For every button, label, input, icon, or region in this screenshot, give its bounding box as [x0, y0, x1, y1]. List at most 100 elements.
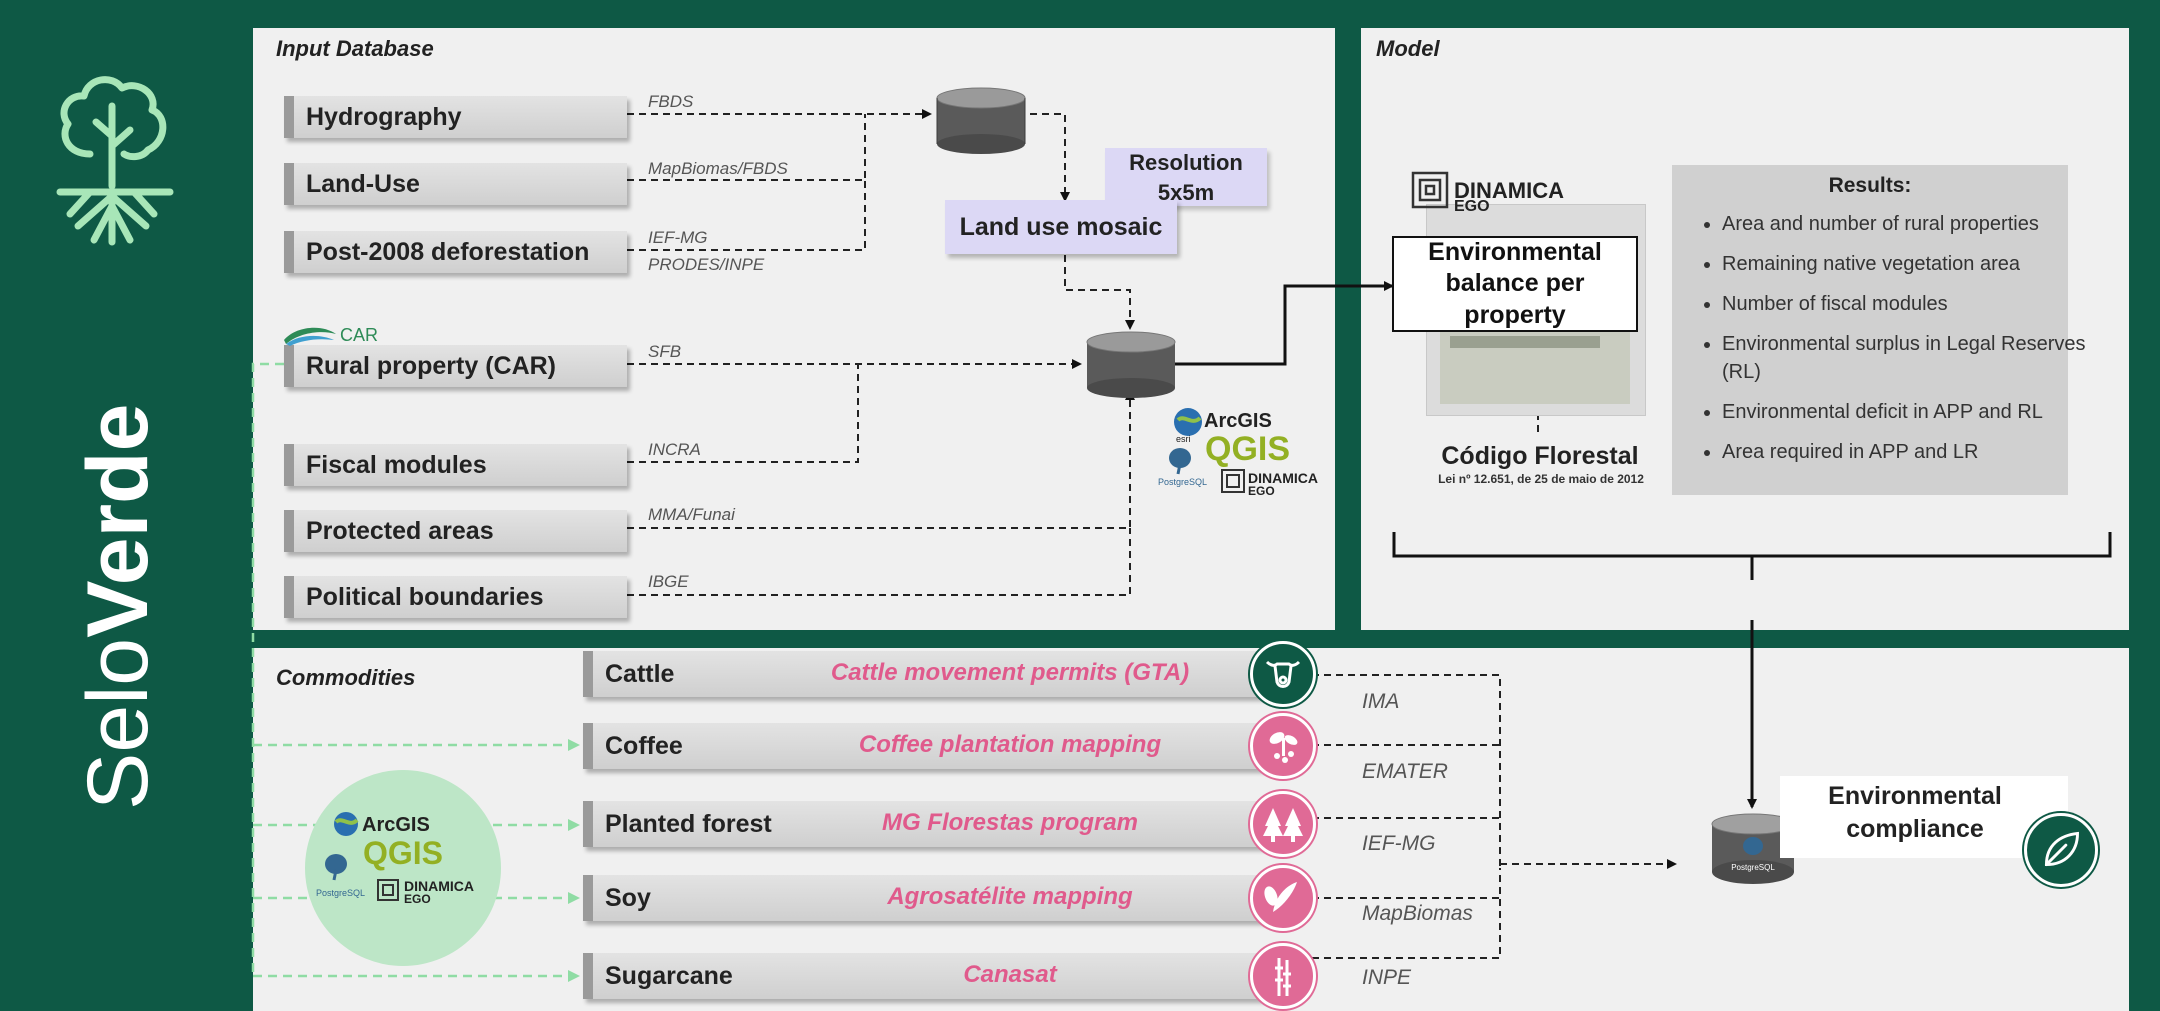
source-prodes-inpe: PRODES/INPE [648, 255, 765, 274]
result-item: Environmental deficit in APP and RL [1722, 398, 2122, 426]
commodity-sugarcane: Sugarcane [583, 953, 1299, 999]
compliance-postgres-text: PostgreSQL [1731, 863, 1775, 872]
program-planted-forest: MG Florestas program [881, 809, 1139, 836]
input-deforestation: Post-2008 deforestation [284, 231, 627, 273]
result-item: Remaining native vegetation area [1722, 250, 2122, 278]
environmental-balance-box: Environmental balance per property [1392, 236, 1638, 332]
commodity-planted-forest: Planted forest [583, 801, 1299, 847]
esri-text: esri [1176, 434, 1191, 444]
environmental-compliance-label: Environmental compliance [1828, 782, 2002, 843]
source-incra: INCRA [648, 440, 701, 459]
model-title: Model [1376, 36, 1440, 61]
sugarcane-icon [1250, 943, 1316, 1009]
tree-logo-icon [56, 76, 174, 246]
commodity-coffee: Coffee [583, 723, 1299, 769]
compliance-label-bg [1780, 776, 2068, 858]
input-protected-areas-label: Protected areas [306, 516, 494, 545]
input-protected-areas: Protected areas [284, 510, 627, 552]
source-mma-funai: MMA/Funai [648, 505, 735, 524]
input-rural-property-label: Rural property (CAR) [306, 351, 557, 380]
results-panel [1672, 165, 2068, 495]
commodity-planted-forest-label: Planted forest [605, 809, 772, 838]
resolution-box [1105, 148, 1267, 206]
codigo-florestal-law: Lei nº 12.651, de 25 de maio de 2012 [1438, 472, 1644, 486]
arcgis-globe-icon [334, 812, 359, 836]
coffee-plant-icon [1250, 713, 1316, 779]
pine-trees-icon [1250, 791, 1316, 857]
input-political-boundaries: Political boundaries [284, 576, 627, 618]
ego-text: EGO [1248, 484, 1275, 498]
commodities-title: Commodities [276, 665, 416, 690]
dinamica-commodity-text: DINAMICA [404, 878, 474, 894]
source-fbds: FBDS [648, 92, 694, 111]
input-deforestation-label: Post-2008 deforestation [306, 237, 590, 266]
result-item: Environmental surplus in Legal Reserves … [1722, 330, 2122, 386]
results-title: Results: [1828, 174, 1912, 197]
postgresql-commodity-text: PostgreSQL [316, 888, 366, 898]
cow-icon [1250, 641, 1316, 707]
dinamica-text: DINAMICA [1248, 470, 1318, 486]
source-sfb: SFB [648, 342, 682, 361]
ego-model-text: EGO [1454, 198, 1490, 215]
commodity-sugarcane-label: Sugarcane [605, 961, 733, 990]
resolution-line1: Resolution [1129, 150, 1243, 175]
input-land-use-label: Land-Use [306, 169, 420, 198]
screenshot-toolbar [1450, 336, 1600, 348]
result-item: Number of fiscal modules [1722, 290, 2122, 318]
program-coffee: Coffee plantation mapping [858, 731, 1162, 758]
dinamica-model-text: DINAMICA [1454, 178, 1564, 203]
dinamica-logo-icon [1221, 469, 1245, 493]
codigo-florestal-title: Código Florestal [1441, 442, 1639, 470]
program-soy: Agrosatélite mapping [887, 883, 1133, 910]
postgresql-text: PostgreSQL [1158, 477, 1208, 487]
screenshot-canvas [1440, 320, 1630, 404]
arcgis-globe-icon [1174, 408, 1202, 436]
leaf-badge-icon [2024, 813, 2098, 887]
input-rural-property: Rural property (CAR) [284, 345, 627, 387]
input-land-use: Land-Use [284, 163, 627, 205]
qgis-text: QGIS [1205, 430, 1291, 468]
dinamica-model-logo-icon [1411, 171, 1449, 209]
results-list: Area and number of rural properties Rema… [1682, 210, 2122, 478]
arcgis-text: ArcGIS [1204, 410, 1272, 432]
commodity-cattle: Cattle [583, 651, 1299, 697]
input-hydrography: Hydrography [284, 96, 627, 138]
agency-mapbiomas: MapBiomas [1362, 902, 1473, 925]
qgis-commodity-text: QGIS [363, 835, 444, 871]
postgresql-elephant-icon [1169, 448, 1191, 475]
commodity-soy-label: Soy [605, 883, 651, 912]
source-ief-mg: IEF-MG [648, 228, 708, 247]
car-logo-icon [284, 327, 336, 346]
database-icon [936, 87, 1026, 154]
commodity-cattle-label: Cattle [605, 659, 675, 688]
agency-inpe: INPE [1362, 966, 1412, 989]
agency-emater: EMATER [1362, 760, 1448, 783]
input-fiscal-modules-label: Fiscal modules [306, 450, 487, 479]
program-sugarcane: Canasat [963, 961, 1057, 988]
postgresql-elephant-icon [325, 854, 347, 881]
input-database-title: Input Database [276, 36, 434, 61]
environmental-balance-label: Environmental balance per property [1428, 238, 1602, 329]
input-fiscal-modules: Fiscal modules [284, 444, 627, 486]
source-mapbiomas-fbds: MapBiomas/FBDS [648, 159, 788, 178]
program-cattle: Cattle movement permits (GTA) [830, 659, 1190, 686]
input-political-boundaries-label: Political boundaries [306, 582, 544, 611]
result-item: Area required in APP and LR [1722, 438, 2122, 466]
car-logo-text: CAR [340, 325, 379, 345]
commodity-coffee-label: Coffee [605, 731, 683, 760]
soy-plant-icon [1250, 865, 1316, 931]
agency-ief-mg: IEF-MG [1362, 832, 1436, 855]
source-ibge: IBGE [648, 572, 689, 591]
database-merged-icon [1086, 331, 1176, 398]
result-item: Area and number of rural properties [1722, 210, 2122, 238]
ego-commodity-text: EGO [404, 892, 431, 906]
dinamica-logo-icon [377, 879, 399, 901]
agency-ima: IMA [1362, 690, 1400, 713]
land-use-mosaic-box: Land use mosaic [945, 200, 1177, 254]
commodity-soy: Soy [583, 875, 1299, 921]
land-use-mosaic-label: Land use mosaic [959, 212, 1163, 241]
input-hydrography-label: Hydrography [306, 102, 462, 131]
arcgis-commodity-text: ArcGIS [362, 814, 430, 836]
